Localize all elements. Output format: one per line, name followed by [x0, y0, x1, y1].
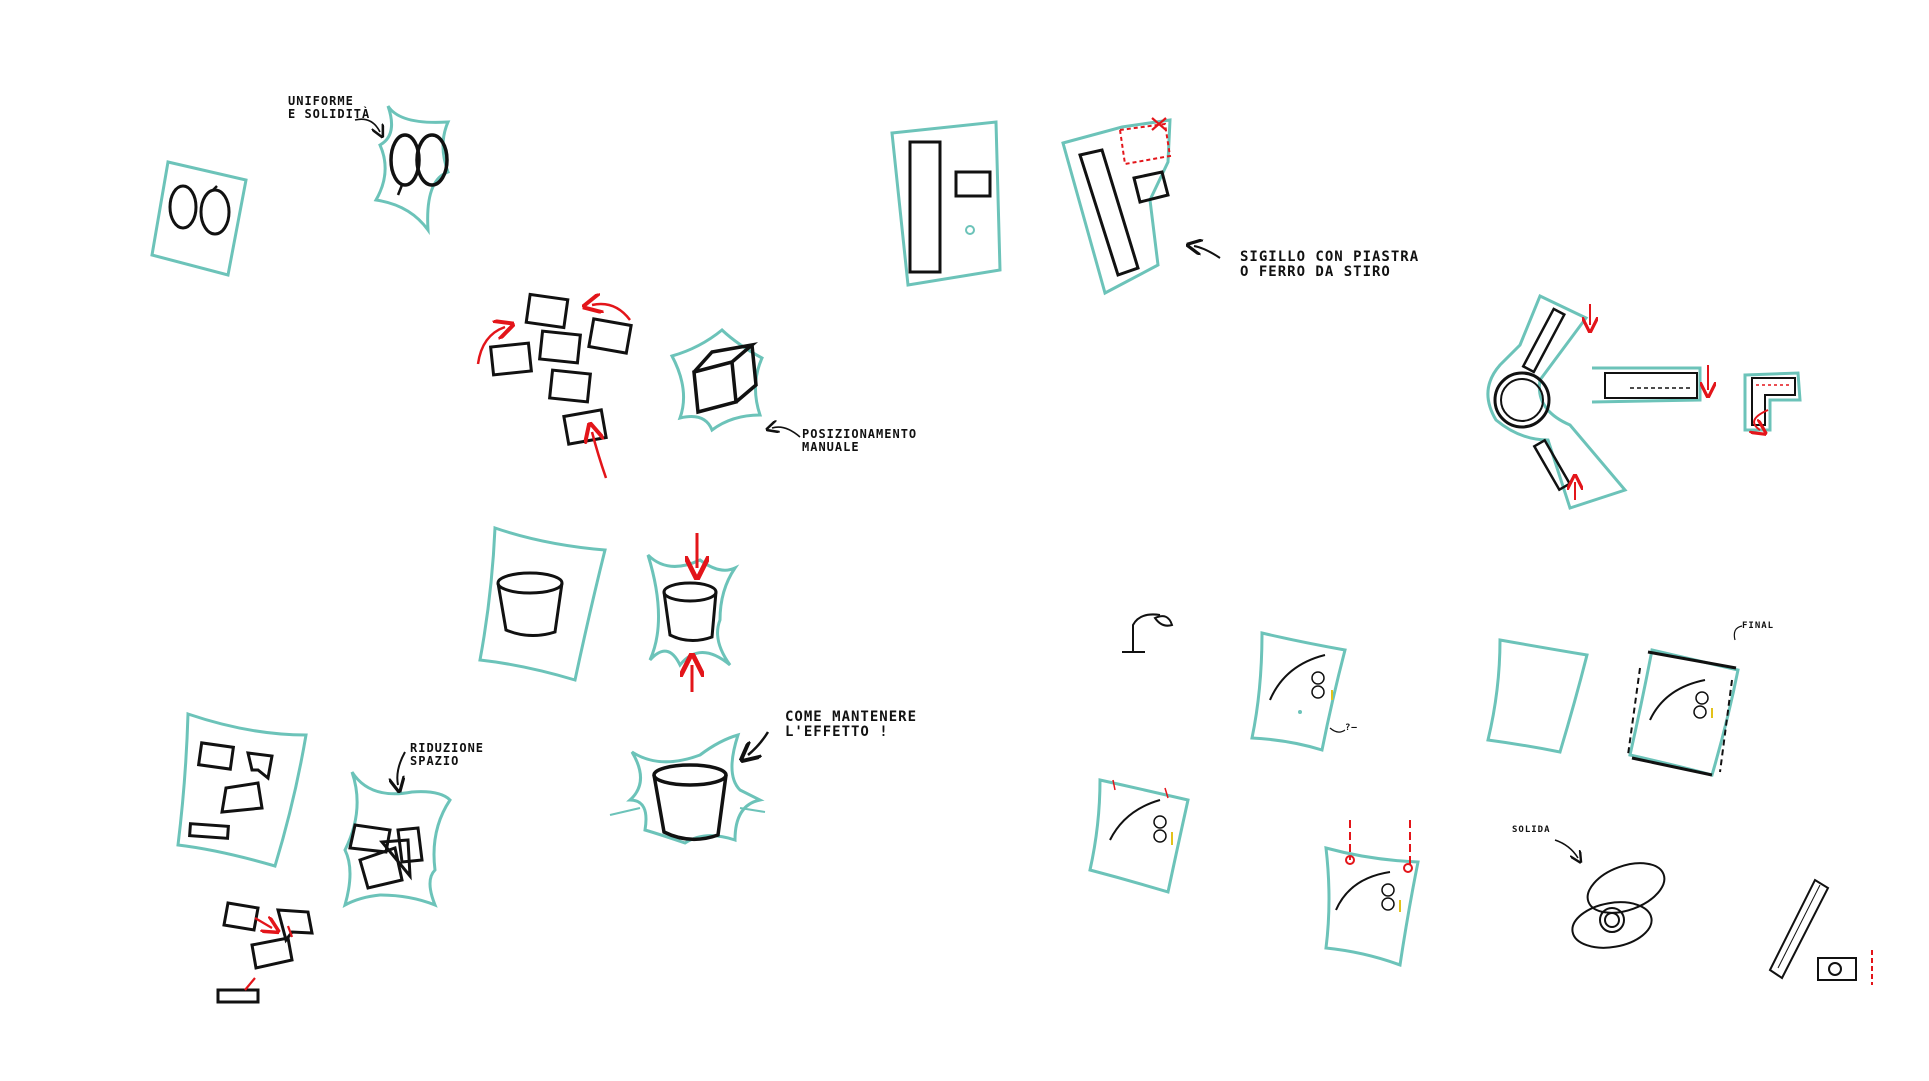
glasses-flat-bag: [150, 160, 248, 277]
note-come-mantenere: COME MANTENERE L'EFFETTO !: [785, 710, 917, 739]
note-sigillo: SIGILLO CON PIASTRA O FERRO DA STIRO: [1240, 250, 1419, 279]
curved-arrow-icon: [1329, 727, 1346, 733]
note-sigillo-line-1: SIGILLO CON PIASTRA: [1240, 249, 1420, 265]
note-riduzione: RIDUZIONE SPAZIO: [410, 742, 484, 767]
final-bag: [1627, 648, 1740, 777]
note-bag-label: ?—: [1345, 723, 1358, 733]
note-posizionamento-line-2: MANUALE: [802, 439, 860, 454]
shapes-flat-bag: [176, 711, 308, 868]
note-uniforme: UNIFORME E SOLIDITÀ: [288, 95, 370, 120]
panel-bag-cut: [1061, 117, 1172, 296]
note-sigillo-line-2: O FERRO DA STIRO: [1240, 263, 1391, 280]
pouch-bag-1: [1250, 631, 1347, 752]
note-riduzione-line-2: SPAZIO: [410, 753, 460, 768]
red-arrow-icon: [592, 432, 608, 479]
cylinder-stretched-bag: [609, 732, 766, 845]
curved-arrow-icon: [397, 751, 406, 785]
note-uniforme-line-1: UNIFORME: [288, 94, 354, 108]
red-arrow-icon: [476, 327, 505, 365]
red-x-icon: [1119, 122, 1172, 166]
curved-arrow-icon: [1554, 839, 1578, 858]
note-come-mantenere-line-1: COME MANTENERE: [785, 709, 918, 725]
pouch-bag-2: [1088, 778, 1190, 894]
red-arrow-icon: [592, 304, 631, 321]
red-arrow-icon: [244, 977, 256, 991]
note-solida: SOLIDA: [1512, 825, 1551, 835]
curved-arrow-icon: [354, 118, 380, 132]
cylinder-flat-bag: [478, 525, 607, 682]
shapes-shrunk-bag: [342, 771, 452, 908]
blank-bag: [1486, 638, 1589, 754]
arm-profile: [1591, 366, 1702, 404]
cube-bag: [669, 328, 764, 433]
cylinder-shrunk-bag: [646, 553, 740, 668]
curved-arrow-icon: [1733, 625, 1743, 641]
note-final: FINAL: [1742, 621, 1775, 631]
red-arrow-icon: [1754, 409, 1768, 430]
red-arrow-icon: [286, 925, 294, 938]
pouch-bag-3: [1324, 820, 1420, 968]
red-arrow-icon: [254, 918, 272, 928]
note-posizionamento: POSIZIONAMENTO MANUALE: [802, 428, 917, 453]
lamp-icon: [1122, 613, 1174, 653]
curved-arrow-icon: [1194, 246, 1221, 259]
panel-bag: [890, 120, 1002, 287]
cube-net: [488, 292, 633, 446]
glasses-shrunk-bag: [373, 105, 451, 236]
curved-arrow-icon: [748, 731, 770, 755]
tri-arm-device: [1486, 293, 1628, 510]
note-uniforme-line-2: E SOLIDITÀ: [288, 106, 371, 121]
shapes-packing: [216, 901, 314, 1004]
note-come-mantenere-line-2: L'EFFETTO !: [785, 723, 889, 740]
note-posizionamento-line-1: POSIZIONAMENTO: [802, 427, 918, 441]
compact-mirror: [1571, 862, 1666, 949]
note-riduzione-line-1: RIDUZIONE: [410, 741, 485, 755]
strip-sketch: [1768, 878, 1857, 981]
curved-arrow-icon: [772, 427, 801, 438]
